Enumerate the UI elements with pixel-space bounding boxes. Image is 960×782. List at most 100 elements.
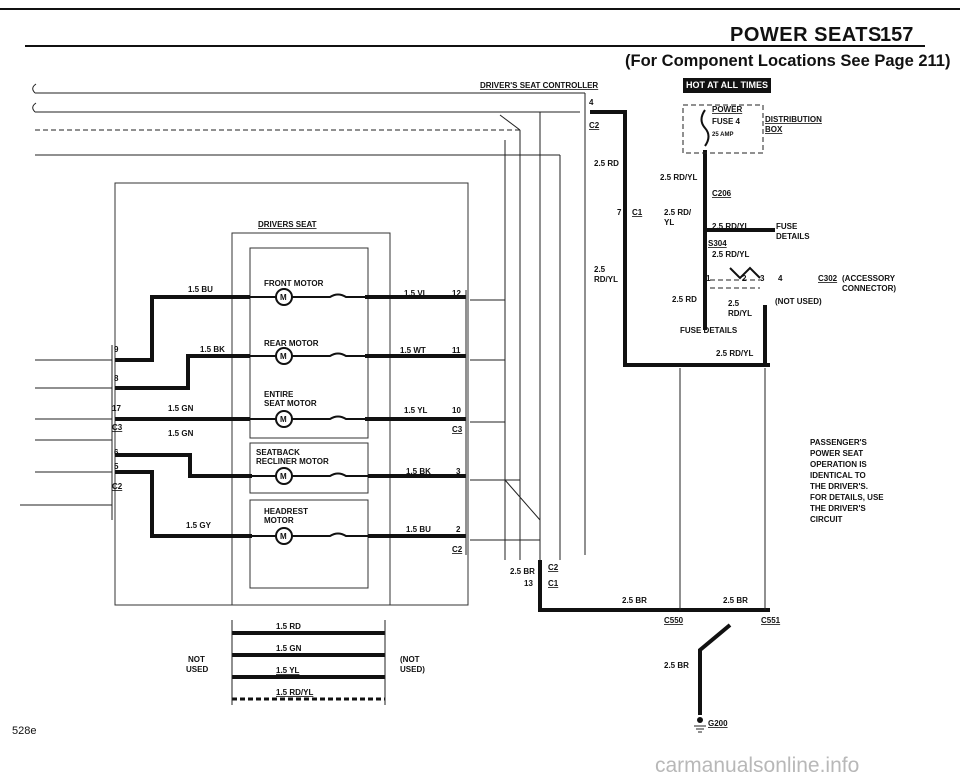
wire-label: 2.5 BR	[723, 596, 748, 605]
wire-label: 1.5 YL	[276, 666, 300, 675]
seatback-label-2: RECLINER MOTOR	[256, 457, 329, 466]
wire-label: 2.5 RD/YL	[660, 173, 697, 182]
pin-label: 3	[760, 274, 765, 283]
svg-text:OPERATION IS: OPERATION IS	[810, 460, 867, 469]
pin-label: 10	[452, 406, 461, 415]
svg-text:CIRCUIT: CIRCUIT	[810, 515, 843, 524]
wire-label: 2.5 RD/YL	[712, 222, 749, 231]
headrest-motor: M	[252, 527, 368, 545]
svg-text:THE DRIVER'S.: THE DRIVER'S.	[810, 482, 868, 491]
fuse-4	[700, 109, 710, 147]
c302-connector	[710, 266, 761, 289]
not-used-label: NOT	[188, 655, 205, 664]
acc-connector-label: CONNECTOR)	[842, 284, 896, 293]
fuse-details-label: DETAILS	[776, 232, 810, 241]
pin-label: 2	[742, 274, 747, 283]
svg-text:FOR DETAILS, USE: FOR DETAILS, USE	[810, 493, 884, 502]
fuse-details-label: FUSE	[776, 222, 798, 231]
front-motor: M	[250, 288, 365, 306]
wire-label: 1.5 GN	[276, 644, 302, 653]
page-title: POWER SEATS	[730, 24, 882, 46]
wire-label: 1.5 RD/YL	[276, 688, 313, 697]
svg-text:M: M	[280, 352, 287, 361]
pin-label: 2	[456, 525, 461, 534]
connector-label: C1	[548, 579, 559, 588]
ground-label: G200	[708, 719, 728, 728]
wire-label: 1.5 BK	[200, 345, 225, 354]
seatback-recliner-motor: M	[252, 467, 368, 485]
connector-label: C2	[452, 545, 463, 554]
not-used-label: USED)	[400, 665, 425, 674]
figure-id: 528e	[12, 725, 37, 737]
page-number: 157	[880, 24, 914, 46]
power-distribution-box	[682, 104, 764, 154]
watermark: carmanualsonline.info	[655, 754, 860, 777]
wire-label: 1.5 BU	[406, 525, 431, 534]
pin-label: 5	[114, 462, 119, 471]
wire-label: 1.5 RD	[276, 622, 301, 631]
pin-label: 13	[524, 579, 533, 588]
acc-connector-label: (ACCESSORY	[842, 274, 896, 283]
svg-text:PASSENGER'S: PASSENGER'S	[810, 438, 868, 447]
pin-label: 1	[706, 274, 711, 283]
wire-label: 2.5 RD/	[664, 208, 692, 217]
svg-text:IDENTICAL TO: IDENTICAL TO	[810, 471, 866, 480]
pdb-label: DISTRIBUTION	[765, 115, 822, 124]
entire-seat-motor: M	[250, 410, 365, 428]
fuse-label: FUSE 4	[712, 117, 741, 126]
controller-feed-lines	[32, 83, 586, 560]
headrest-label-1: HEADREST	[264, 507, 308, 516]
wire-label: 1.5 VI	[404, 289, 425, 298]
wire-label: YL	[664, 218, 674, 227]
wire-label: 2.5 RD/YL	[712, 250, 749, 259]
wire-label: 2.5 BR	[664, 661, 689, 670]
connector-label: C2	[548, 563, 559, 572]
connector-label: C3	[452, 425, 463, 434]
pin-label: 17	[112, 404, 121, 413]
wire-label: 1.5 WT	[400, 346, 426, 355]
connector-label: C302	[818, 274, 838, 283]
pin-label: 3	[456, 467, 461, 476]
headrest-box	[249, 499, 369, 589]
rear-motor: M	[250, 347, 365, 365]
splice-label: S304	[708, 239, 727, 248]
pin-label: 4	[778, 274, 783, 283]
wire-label: 1.5 GY	[186, 521, 212, 530]
hot-at-all-times-badge: HOT AT ALL TIMES	[683, 78, 771, 93]
wire-label: 1.5 YL	[404, 406, 428, 415]
wire-label: 2.5 RD	[594, 159, 619, 168]
power-feed-wires	[538, 110, 775, 715]
connector-label: C551	[761, 616, 781, 625]
not-used-wire-bundle	[231, 620, 386, 705]
pin-label: 9	[114, 345, 119, 354]
motor-group-box	[249, 247, 369, 439]
pdb-label: POWER	[712, 105, 742, 114]
entire-seat-label-1: ENTIRE	[264, 390, 294, 399]
wire-label: 1.5 GN	[168, 404, 194, 413]
fuse-amp-label: 25 AMP	[712, 132, 733, 138]
svg-text:M: M	[280, 472, 287, 481]
connector-label: C2	[112, 482, 123, 491]
g200-ground	[694, 717, 706, 733]
fuse-details-label: FUSE DETAILS	[680, 326, 738, 335]
wire-label: RD/YL	[594, 275, 618, 284]
headrest-label-2: MOTOR	[264, 516, 294, 525]
wire-label: 1.5 BK	[406, 467, 431, 476]
wire-label: 1.5 GN	[168, 429, 194, 438]
left-harness-wires	[20, 295, 252, 538]
seatback-box	[249, 442, 369, 494]
connector-label: C550	[664, 616, 684, 625]
front-motor-label: FRONT MOTOR	[264, 279, 324, 288]
svg-text:POWER SEAT: POWER SEAT	[810, 449, 863, 458]
pin-label: 4	[589, 98, 594, 107]
wire-label: 1.5 BU	[188, 285, 213, 294]
wire-label: 2.5 RD	[672, 295, 697, 304]
pin-label: 12	[452, 289, 461, 298]
pin-label: 11	[452, 346, 461, 355]
pin-label: 8	[114, 374, 119, 383]
svg-text:M: M	[280, 293, 287, 302]
pdb-label: BOX	[765, 125, 783, 134]
connector-label: C3	[112, 423, 123, 432]
wire-label: RD/YL	[728, 309, 752, 318]
